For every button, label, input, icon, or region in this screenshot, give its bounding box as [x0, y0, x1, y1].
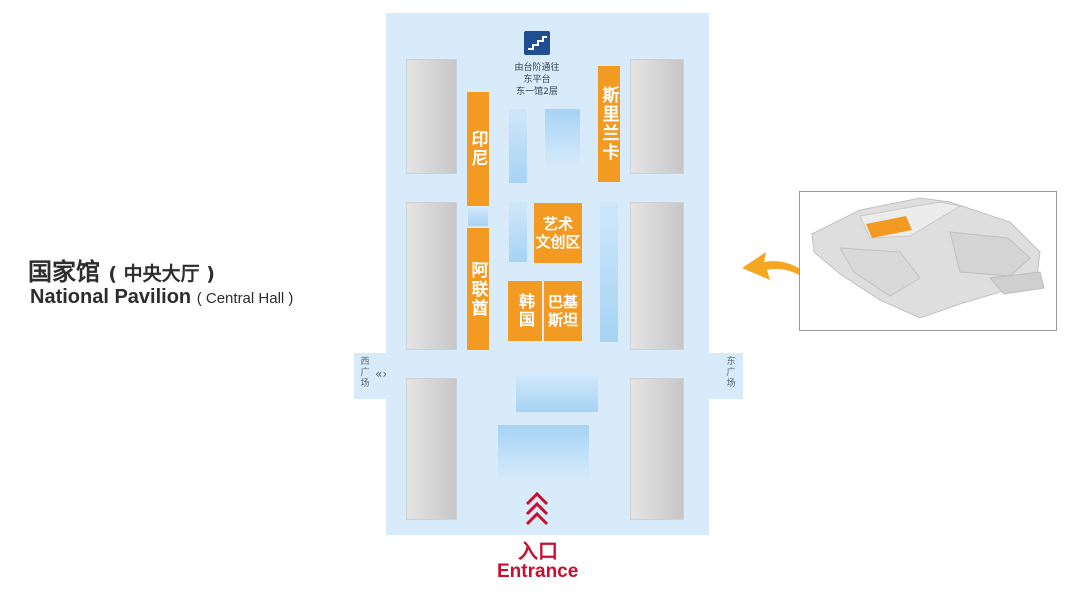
gray-booth [630, 59, 684, 174]
gray-booth [630, 378, 684, 520]
blue-floor-block [498, 425, 589, 480]
gray-booth [630, 202, 684, 350]
title-en-sub: ( Central Hall ) [196, 290, 294, 307]
booth-art-line: 文创区 [535, 233, 581, 251]
blue-floor-block [545, 109, 580, 167]
booth-korea: 韩国 [508, 281, 542, 341]
east-plaza-label: 东广场 [726, 357, 736, 389]
stair-note-line: 东平台 [523, 75, 551, 85]
gray-booth [406, 59, 457, 174]
blue-floor-block [509, 109, 527, 183]
gray-booth [406, 378, 457, 520]
blue-floor-block [509, 202, 527, 262]
west-plaza-label: 西广场 [360, 357, 370, 389]
title-en-main: National Pavilion [30, 286, 192, 308]
stairs-icon [524, 31, 550, 55]
east-plaza-wing [709, 353, 743, 399]
entrance-chevrons-icon [522, 490, 552, 530]
booth-pakistan-line: 巴基 [547, 293, 578, 311]
booth-pakistan: 巴基 斯坦 [544, 281, 582, 341]
booth-sri-lanka: 斯里兰卡 [598, 66, 620, 182]
west-plaza-wing [354, 353, 388, 399]
entrance-label-cn: 入口 [516, 535, 560, 564]
page-title-en: National Pavilion ( Central Hall ) [30, 286, 293, 309]
page-title-cn: 国家馆 ( 中央大厅 ) [28, 252, 215, 287]
locator-arrow-icon [740, 246, 830, 302]
booth-pakistan-line: 斯坦 [547, 311, 578, 329]
booth-indonesia: 印尼 [467, 92, 489, 206]
title-cn-sub: ( 中央大厅 ) [108, 263, 215, 285]
entrance-label-en: Entrance [497, 561, 579, 582]
blue-floor-block [600, 202, 618, 342]
booth-uae: 阿联酋 [467, 228, 489, 350]
gray-booth [406, 202, 457, 350]
stair-note-line: 由台阶通往 [514, 63, 560, 73]
title-cn-main: 国家馆 [28, 258, 100, 286]
blue-floor-block [516, 376, 598, 412]
stair-note-line: 东一馆2层 [516, 87, 558, 97]
booth-art-line: 艺术 [542, 215, 573, 233]
stair-note: 由台阶通往 东平台 东一馆2层 [502, 62, 572, 98]
blue-floor-block [468, 208, 488, 226]
inset-locator-map [799, 191, 1057, 331]
booth-art-creative: 艺术 文创区 [534, 203, 582, 263]
